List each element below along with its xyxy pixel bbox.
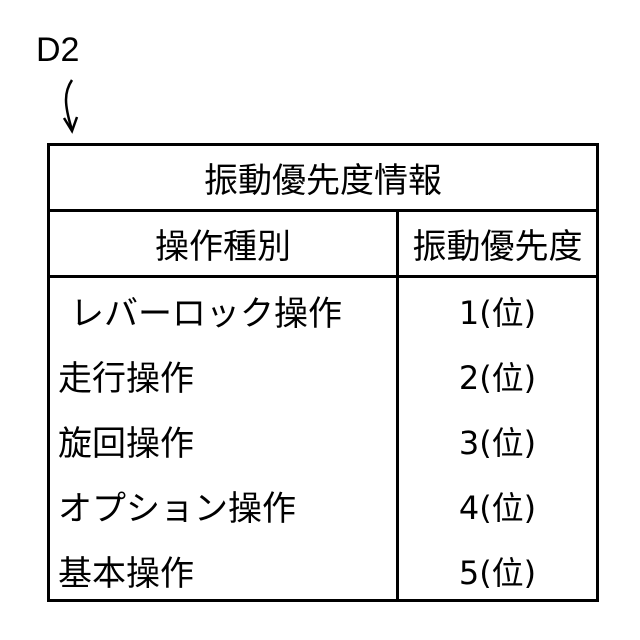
table-row: 旋回操作 3(位) [50, 408, 596, 473]
vibration-priority-table: 振動優先度情報 操作種別 振動優先度 レバーロック操作 1(位) 走行操作 2(… [47, 143, 599, 602]
table-body: レバーロック操作 1(位) 走行操作 2(位) 旋回操作 3(位) オプション操… [50, 278, 596, 603]
leader-arrow [50, 78, 100, 138]
reference-label: D2 [36, 30, 79, 70]
header-vibration-priority: 振動優先度 [399, 212, 596, 275]
operation-type-cell: 旋回操作 [58, 408, 194, 473]
table-row: 基本操作 5(位) [50, 538, 596, 603]
table-row: オプション操作 4(位) [50, 473, 596, 538]
operation-type-cell: 走行操作 [58, 343, 194, 408]
operation-type-cell: 基本操作 [58, 538, 194, 603]
operation-type-cell: オプション操作 [58, 473, 296, 538]
table-header-row: 操作種別 振動優先度 [50, 212, 596, 278]
priority-cell: 1(位) [399, 278, 596, 343]
table-row: レバーロック操作 1(位) [50, 278, 596, 343]
priority-cell: 2(位) [399, 343, 596, 408]
table-row: 走行操作 2(位) [50, 343, 596, 408]
priority-cell: 3(位) [399, 408, 596, 473]
table-title: 振動優先度情報 [50, 146, 596, 212]
operation-type-cell: レバーロック操作 [70, 278, 342, 343]
header-operation-type: 操作種別 [50, 212, 396, 275]
priority-cell: 4(位) [399, 473, 596, 538]
priority-cell: 5(位) [399, 538, 596, 603]
